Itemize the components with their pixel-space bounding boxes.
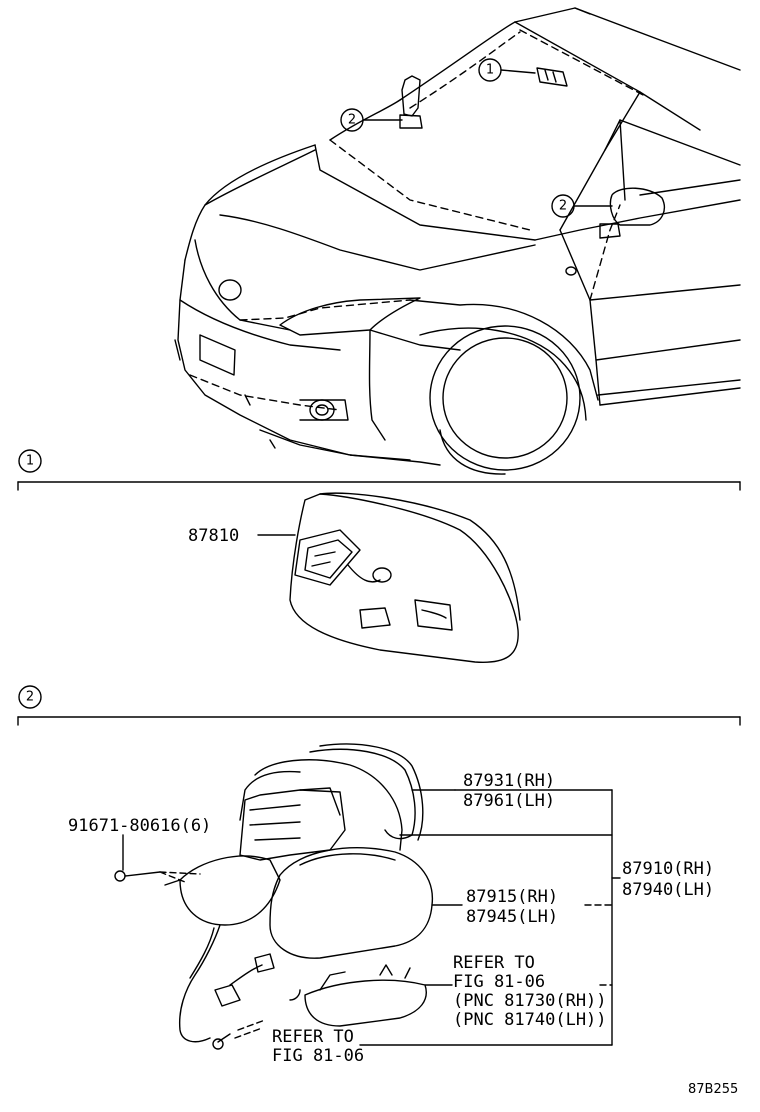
- car-illustration: [174, 7, 741, 475]
- car-callout-2-right: [551, 194, 613, 218]
- car-callout-2-left: [340, 108, 403, 132]
- callout-number-2-left: 2: [348, 113, 356, 128]
- figure-code: 87B255: [688, 1082, 738, 1097]
- refer-note-1-line3: (PNC 81730(RH)): [453, 991, 607, 1011]
- callout-number-1: 1: [486, 63, 494, 78]
- section-2-marker: 2: [26, 690, 34, 705]
- leader-lines: [359, 789, 621, 1046]
- section-1-marker: 1: [26, 454, 34, 469]
- outer-mirror-assembly: [114, 743, 434, 1050]
- part-87940-label: 87940(LH): [622, 880, 714, 900]
- section-1-header: [17, 449, 741, 491]
- part-87810-label: 87810: [188, 526, 239, 546]
- refer-note-1-line4: (PNC 81740(LH)): [453, 1010, 607, 1030]
- part-87910-label: 87910(RH): [622, 859, 714, 879]
- car-callout-1: [478, 58, 536, 82]
- section-2-header: [17, 685, 741, 726]
- refer-note-1-line1: REFER TO: [453, 953, 535, 973]
- part-87931-label: 87931(RH): [463, 771, 555, 791]
- refer-note-2-line1: REFER TO: [272, 1027, 354, 1047]
- callout-number-2-right: 2: [559, 199, 567, 214]
- part-87961-label: 87961(LH): [463, 791, 555, 811]
- part-91671-label: 91671-80616(6): [68, 816, 211, 836]
- refer-note-2-line2: FIG 81-06: [272, 1046, 364, 1066]
- part-87945-label: 87945(LH): [466, 907, 558, 927]
- part-87915-label: 87915(RH): [466, 887, 558, 907]
- refer-note-1-line2: FIG 81-06: [453, 972, 545, 992]
- inner-rear-view-mirror: [257, 492, 521, 663]
